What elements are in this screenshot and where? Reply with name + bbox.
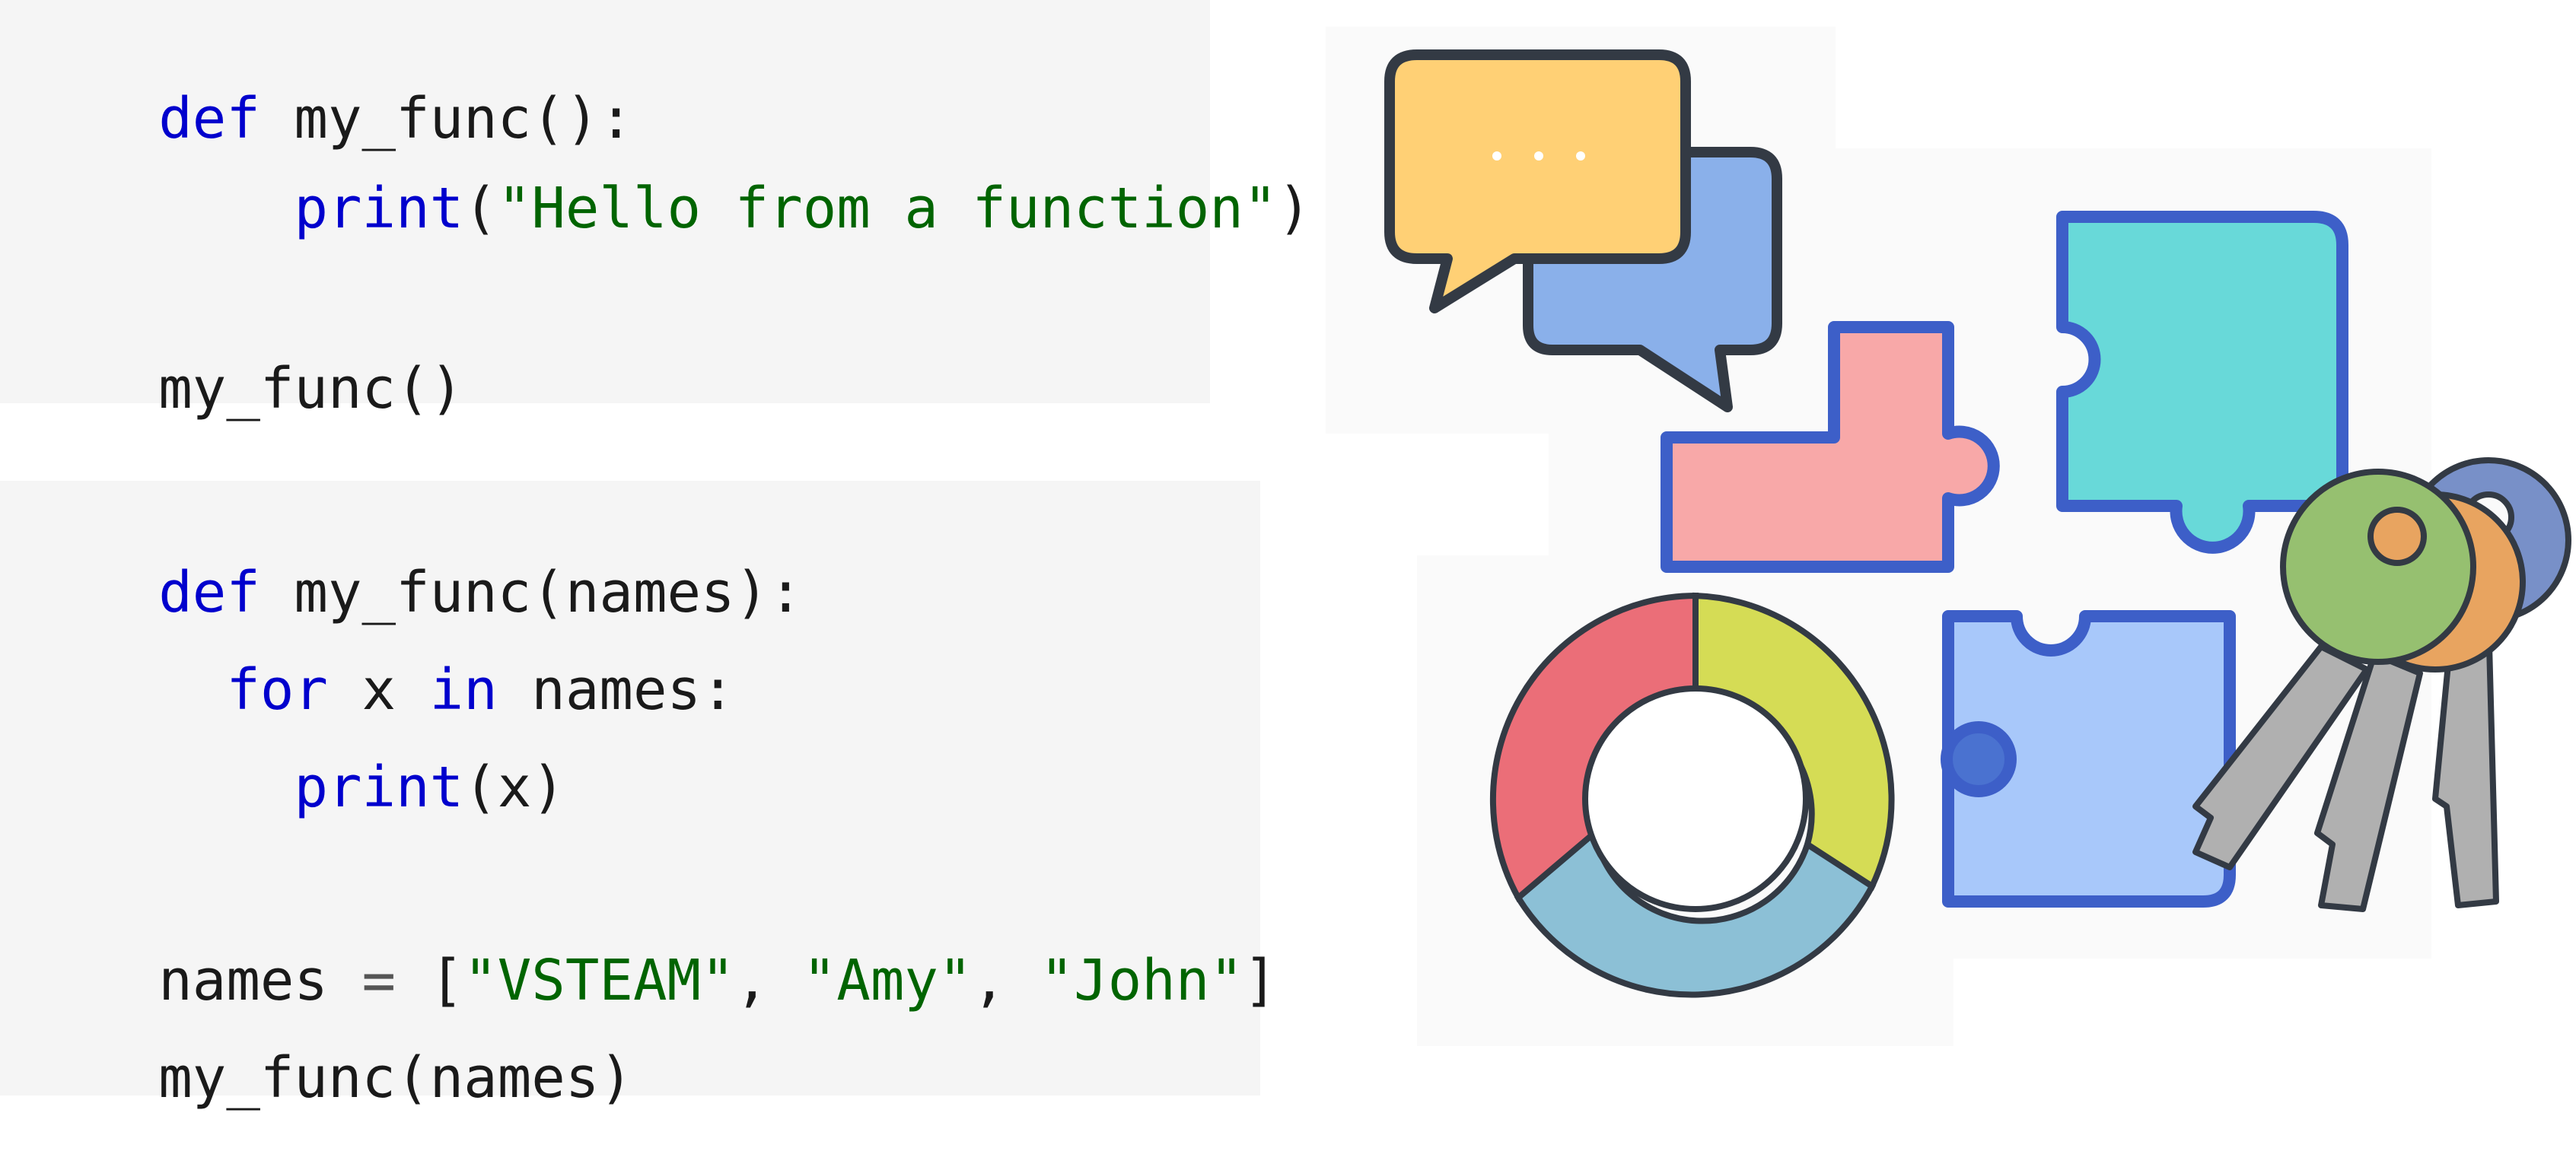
code-line: for x in names: — [226, 657, 735, 723]
code-line: def my_func(): — [158, 86, 633, 151]
code-block-function-names: def my_func(names): for x in names: prin… — [0, 481, 1277, 1106]
ellipsis-dots — [1492, 151, 1585, 161]
clipart-collage — [1384, 49, 2571, 998]
puzzle-piece-blue — [1942, 610, 2236, 908]
key-green-head — [2280, 469, 2476, 665]
circular-puzzle-icon — [1489, 592, 1895, 998]
code-block-function-hello: def my_func(): print("Hello from a funct… — [0, 0, 1311, 417]
key-orange-blade — [2314, 651, 2423, 912]
puzzle-piece-pink — [1661, 321, 2000, 573]
speech-bubble-yellow — [1384, 49, 1691, 313]
key-green-blade — [2192, 644, 2370, 870]
keys-icon — [2192, 457, 2571, 912]
code-line: names = ["VSTEAM", "Amy", "John"] — [158, 948, 1278, 1013]
puzzle-hole — [1941, 721, 2017, 797]
puzzle-piece-teal — [2056, 211, 2348, 554]
code-line: print(x) — [294, 755, 565, 820]
ring-center — [1582, 685, 1809, 912]
speech-bubbles-icon — [1384, 49, 1782, 412]
code-line: print("Hello from a function") — [294, 176, 1312, 241]
puzzle-pieces-icon — [1661, 211, 2348, 908]
code-line: my_func() — [158, 356, 464, 421]
code-line: def my_func(names): — [158, 560, 803, 625]
